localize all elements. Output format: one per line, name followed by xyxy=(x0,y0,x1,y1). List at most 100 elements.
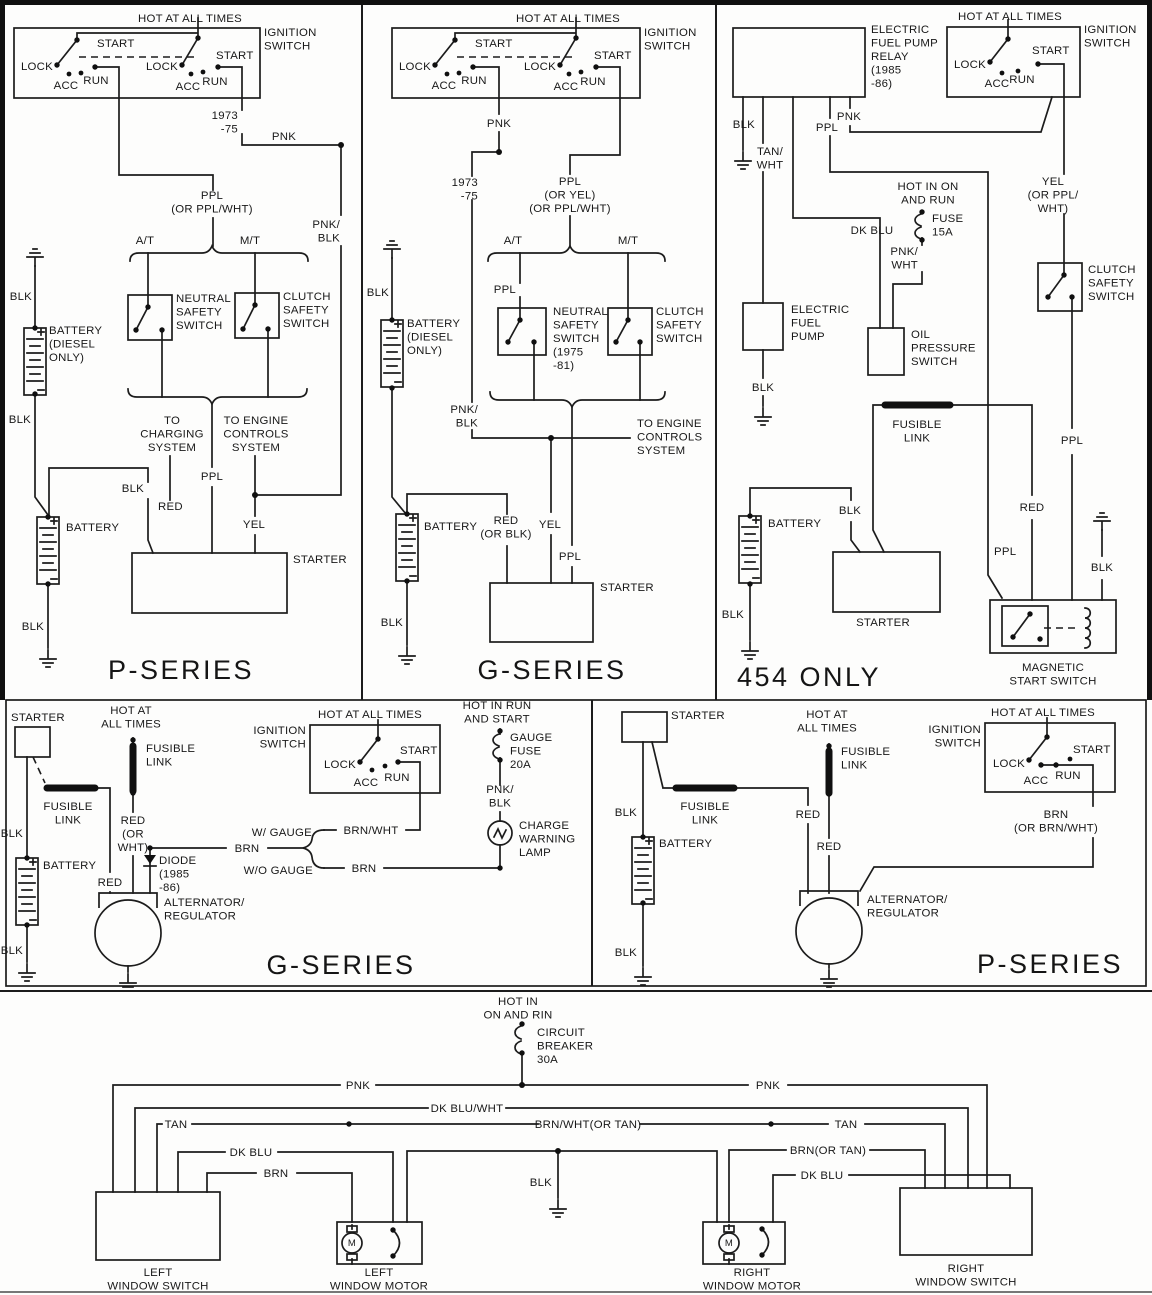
circuit-breaker-icon xyxy=(514,1024,523,1056)
right-window-motor-box xyxy=(702,1221,786,1265)
d-label-starter: STARTER xyxy=(11,712,65,724)
wires xyxy=(112,1053,1011,1265)
starter-box xyxy=(832,551,941,613)
c-label-blk-bat: BLK xyxy=(722,609,744,621)
junction-dots xyxy=(346,1021,774,1259)
c-label-battery: BATTERY xyxy=(768,518,821,530)
e-label-run: RUN xyxy=(1055,770,1080,782)
c-label-ppl-css: PPL xyxy=(1061,435,1083,447)
clutch-safety-switch-box xyxy=(234,292,280,339)
f-label-brn: BRN xyxy=(264,1168,289,1180)
d-label-run: RUN xyxy=(384,772,409,784)
neutral-safety-switch-box xyxy=(497,307,547,356)
a-label-start1: START xyxy=(97,38,135,50)
f-motor-m-right: M xyxy=(725,1238,733,1249)
a-title: P-SERIES xyxy=(108,655,254,685)
starter-link-dashed xyxy=(32,756,46,784)
d-title: G-SERIES xyxy=(266,950,415,980)
ignition-switch-box xyxy=(984,722,1116,793)
a-label-lock1: LOCK xyxy=(21,61,53,73)
ignition-switch-box xyxy=(13,27,261,99)
e-label-acc: ACC xyxy=(1024,775,1049,787)
fuse-icon xyxy=(914,212,923,241)
clutch-safety-switch-box xyxy=(1037,262,1083,312)
a-label-pnkblk: PNK/BLK xyxy=(312,219,340,245)
d-label-blk1: BLK xyxy=(1,828,23,840)
battery-icon xyxy=(23,327,47,396)
a-label-blk-top: BLK xyxy=(10,291,32,303)
ground-icon xyxy=(634,967,652,986)
ground-icon xyxy=(734,151,752,170)
c-label-acc: ACC xyxy=(985,78,1010,90)
b-label-ppl-drop: PPL xyxy=(494,284,516,296)
coil-icon xyxy=(1084,607,1092,649)
b-label-pnkblk: PNK/BLK xyxy=(450,404,478,430)
f-label-blk: BLK xyxy=(530,1177,552,1189)
c-label-start: START xyxy=(1032,45,1070,57)
wires xyxy=(34,17,342,649)
a-label-ppl2: PPL xyxy=(201,471,223,483)
d-label-acc: ACC xyxy=(354,777,379,789)
wires xyxy=(391,17,641,646)
starter-box xyxy=(489,582,594,643)
b-label-starter: STARTER xyxy=(600,582,654,594)
d-label-blk2: BLK xyxy=(1,945,23,957)
a-label-run2: RUN xyxy=(202,76,227,88)
junction-dots xyxy=(640,734,1073,906)
starter-box xyxy=(131,552,288,614)
b-label-run2: RUN xyxy=(580,76,605,88)
b-label-lock2: LOCK xyxy=(524,61,556,73)
brace-at-mt xyxy=(129,243,309,262)
f-label-tan-l: TAN xyxy=(165,1119,188,1131)
a-label-blk-mid: BLK xyxy=(9,414,31,426)
e-title: P-SERIES xyxy=(977,949,1123,979)
magnetic-start-switch-box xyxy=(989,599,1117,654)
battery-icon xyxy=(395,513,419,582)
a-label-battery: BATTERY xyxy=(66,522,119,534)
b-label-blk-top: BLK xyxy=(367,287,389,299)
c-label-pnk: PNK xyxy=(837,111,861,123)
f-label-pnk-l: PNK xyxy=(346,1080,370,1092)
a-label-mt: M/T xyxy=(240,235,260,247)
d-label-wogauge: W/O GAUGE xyxy=(244,865,313,877)
fuse-icon xyxy=(492,732,501,761)
d-label-brnwht: BRN/WHT xyxy=(344,825,399,837)
b-label-start1: START xyxy=(475,38,513,50)
d-label-pnkblk: PNK/BLK xyxy=(486,784,514,810)
ground-icon xyxy=(741,641,759,660)
b-label-year: 1973-75 xyxy=(452,177,478,203)
clutch-safety-switch-box xyxy=(607,307,653,356)
magnetic-switch-inner-box xyxy=(1001,605,1049,647)
alternator-icon xyxy=(94,892,162,967)
e-label-hot2: HOT AT ALL TIMES xyxy=(991,707,1095,719)
ground-icon xyxy=(754,407,772,426)
ground-icon xyxy=(119,973,137,992)
starter-box xyxy=(621,711,668,743)
b-label-lock1: LOCK xyxy=(399,61,431,73)
d-label-battery: BATTERY xyxy=(43,860,96,872)
e-label-brn: BRN(OR BRN/WHT) xyxy=(1014,809,1098,835)
d-label-red: RED xyxy=(98,877,123,889)
